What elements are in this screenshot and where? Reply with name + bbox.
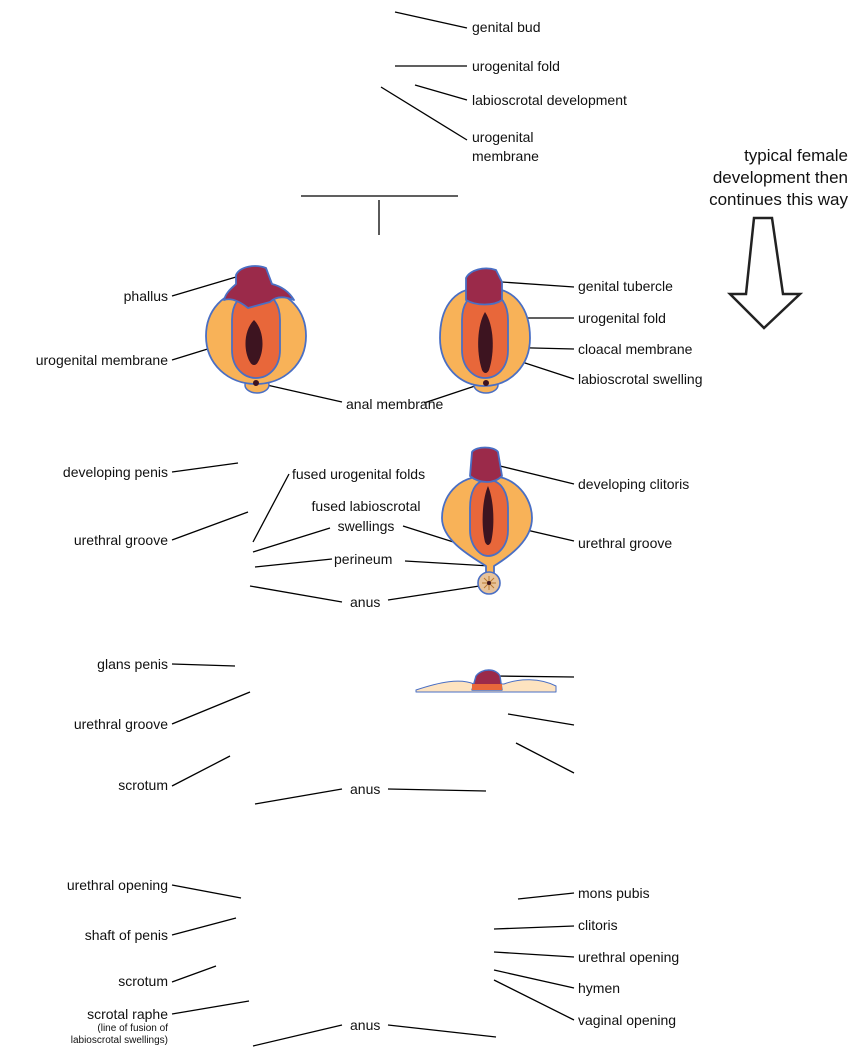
label-genital-tubercle: genital tubercle bbox=[578, 278, 673, 294]
note-line-1: typical female bbox=[668, 145, 848, 167]
label-urogenital-membrane-l1: urogenital bbox=[472, 129, 534, 145]
label-scrotum-stage5: scrotum bbox=[118, 973, 168, 989]
label-labioscrotal-development: labioscrotal development bbox=[472, 92, 627, 108]
female-stage4-figure bbox=[416, 670, 556, 692]
label-hymen: hymen bbox=[578, 980, 620, 996]
label-vaginal-opening: vaginal opening bbox=[578, 1012, 676, 1028]
note-line-3: continues this way bbox=[668, 189, 848, 211]
label-urogenital-fold-stage1: urogenital fold bbox=[472, 58, 560, 74]
label-urethral-opening-left: urethral opening bbox=[67, 877, 168, 893]
female-development-note: typical female development then continue… bbox=[668, 145, 848, 211]
label-developing-clitoris: developing clitoris bbox=[578, 476, 689, 492]
label-anal-membrane: anal membrane bbox=[346, 396, 443, 412]
indifferent-stage-left-figure bbox=[206, 266, 306, 393]
note-line-2: development then bbox=[668, 167, 848, 189]
label-clitoris: clitoris bbox=[578, 917, 618, 933]
label-raphe-note-l2: labioscrotal swellings) bbox=[71, 1035, 168, 1046]
label-labioscrotal-swelling: labioscrotal swelling bbox=[578, 371, 703, 387]
female-stage3-figure bbox=[442, 448, 532, 595]
label-anus-stage3: anus bbox=[350, 594, 380, 610]
label-urethral-groove-stage3-left: urethral groove bbox=[74, 532, 168, 548]
label-glans-penis: glans penis bbox=[97, 656, 168, 672]
label-developing-penis: developing penis bbox=[63, 464, 168, 480]
label-urogenital-membrane: urogenital membrane bbox=[36, 352, 168, 368]
label-fused-labioscrotal-l2: swellings bbox=[296, 518, 436, 534]
down-arrow-icon bbox=[730, 218, 800, 328]
label-cloacal-membrane: cloacal membrane bbox=[578, 341, 692, 357]
label-scrotal-raphe: scrotal raphe bbox=[87, 1006, 168, 1022]
label-urethral-groove-stage3-right: urethral groove bbox=[578, 535, 672, 551]
label-urogenital-fold: urogenital fold bbox=[578, 310, 666, 326]
label-fused-urogenital-folds: fused urogenital folds bbox=[292, 466, 425, 482]
label-scrotum-stage4: scrotum bbox=[118, 777, 168, 793]
label-shaft-of-penis: shaft of penis bbox=[85, 927, 168, 943]
label-phallus: phallus bbox=[124, 288, 168, 304]
label-anus-stage4: anus bbox=[350, 781, 380, 797]
label-urethral-opening-right: urethral opening bbox=[578, 949, 679, 965]
indifferent-stage-right-figure bbox=[440, 268, 530, 393]
label-fused-labioscrotal-l1: fused labioscrotal bbox=[296, 498, 436, 514]
label-urogenital-membrane-l2: membrane bbox=[472, 148, 539, 164]
label-genital-bud: genital bud bbox=[472, 19, 541, 35]
label-urethral-groove-stage4: urethral groove bbox=[74, 716, 168, 732]
label-mons-pubis: mons pubis bbox=[578, 885, 650, 901]
label-perineum: perineum bbox=[334, 551, 392, 567]
label-anus-stage5: anus bbox=[350, 1017, 380, 1033]
label-raphe-note-l1: (line of fusion of bbox=[97, 1023, 168, 1034]
